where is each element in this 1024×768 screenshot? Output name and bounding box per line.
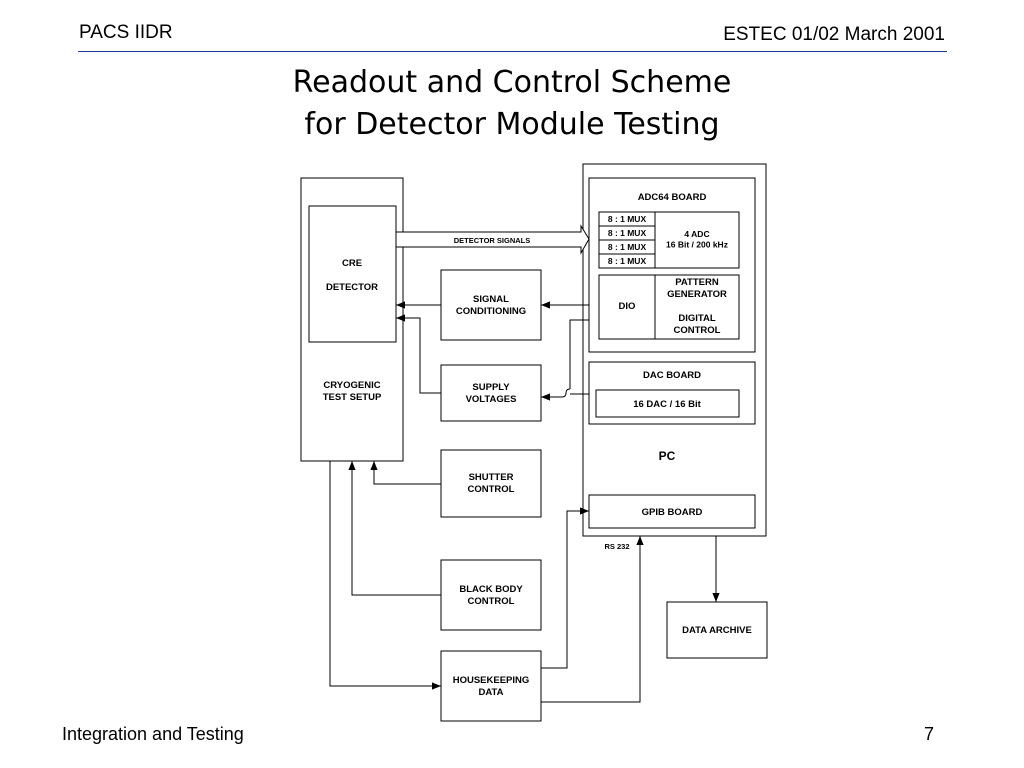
adc64-board-label: ADC64 BOARD [638,192,707,203]
dio-block [598,274,740,340]
detector-label: DETECTOR [326,282,378,293]
adc64-board-box [588,177,756,353]
mux-label: 8 : 1 MUX [608,256,647,266]
detector-box [308,205,397,343]
slide-title-line1: Readout and Control Scheme [292,65,732,100]
detector-signals-label: DETECTOR SIGNALS [454,236,531,245]
pc-label: PC [659,449,676,463]
mux-label: 8 : 1 MUX [608,242,647,252]
header-rule [78,51,947,52]
header-right: ESTEC 01/02 March 2001 [723,24,945,45]
dio-label: DIO [619,301,636,312]
mux-label: 8 : 1 MUX [608,214,647,224]
page-number: 7 [924,724,935,744]
data-archive-label: DATA ARCHIVE [682,625,752,636]
data-archive-box [666,601,768,659]
gpib-board-label: GPIB BOARD [642,507,703,518]
detector-signals-arrow [395,224,590,255]
pc-box [582,163,767,537]
header-left: PACS IIDR [79,22,173,43]
footer-left: Integration and Testing [62,724,244,744]
dac-board-label: DAC BOARD [643,370,701,381]
dac-label: 16 DAC / 16 Bit [633,399,701,410]
dac-board-box [588,361,756,425]
cre-label: CRE [342,258,362,269]
mux-label: 8 : 1 MUX [608,228,647,238]
cryogenic-test-setup-box [300,177,404,462]
slide-title-line2: for Detector Module Testing [304,107,720,142]
dac-block [595,389,740,418]
rs232-label: RS 232 [604,542,629,551]
